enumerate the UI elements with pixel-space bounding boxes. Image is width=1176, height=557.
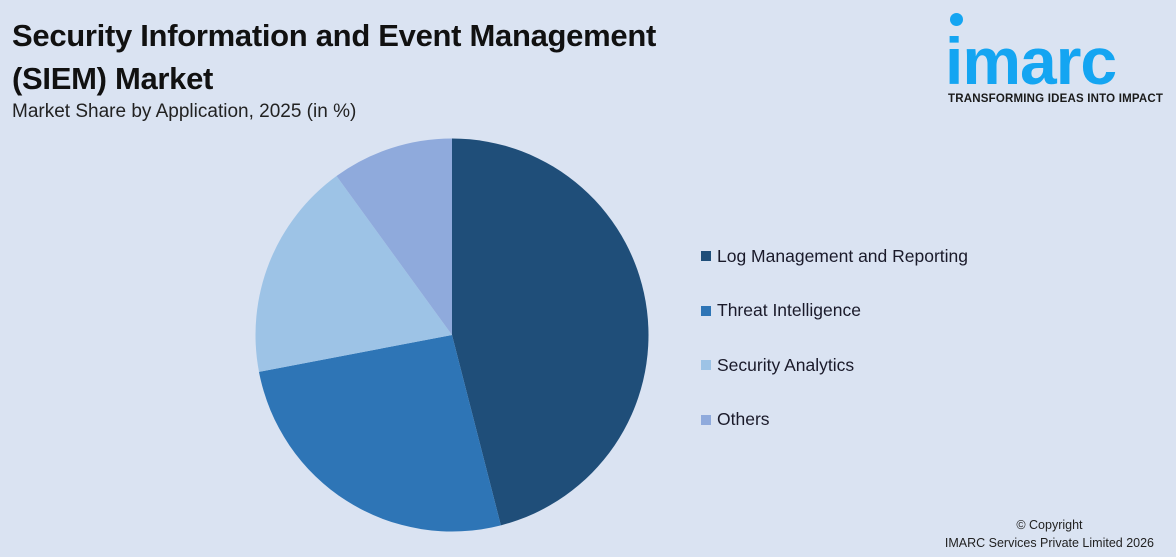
pie-slice-log-management-and-reporting [452,138,649,526]
chart-legend: Log Management and Reporting Threat Inte… [701,245,968,463]
legend-swatch-icon [701,251,711,261]
pie-slice-threat-intelligence [258,335,501,532]
legend-item-others: Others [701,409,968,431]
logo-wordmark: imarc [945,24,1117,98]
chart-title-line2: (SIEM) Market [12,61,214,96]
pie-slice-others [336,138,452,335]
legend-label: Others [717,409,770,429]
legend-item-log-management: Log Management and Reporting [701,245,968,267]
copyright-notice: © Copyright IMARC Services Private Limit… [945,516,1154,552]
copyright-line2: IMARC Services Private Limited 2026 [944,536,1154,550]
chart-title-line1: Security Information and Event Managemen… [12,18,656,53]
legend-label: Threat Intelligence [717,300,861,320]
legend-item-security-analytics: Security Analytics [701,354,968,376]
legend-swatch-icon [701,305,711,316]
pie-chart [255,138,649,532]
legend-swatch-icon [701,414,711,425]
logo-tagline: TRANSFORMING IDEAS INTO IMPACT [948,93,1164,105]
pie-slice-security-analytics [255,176,452,372]
legend-swatch-icon [701,360,711,370]
copyright-line1: © Copyright [1016,518,1083,532]
legend-label: Log Management and Reporting [717,245,969,266]
legend-label: Security Analytics [717,354,855,375]
imarc-logo: imarc TRANSFORMING IDEAS INTO IMPACT [945,10,1171,110]
chart-title: Security Information and Event Managemen… [12,14,656,100]
chart-subtitle: Market Share by Application, 2025 (in %) [12,101,357,122]
logo-dot-icon [950,13,963,26]
legend-item-threat-intelligence: Threat Intelligence [701,300,968,322]
